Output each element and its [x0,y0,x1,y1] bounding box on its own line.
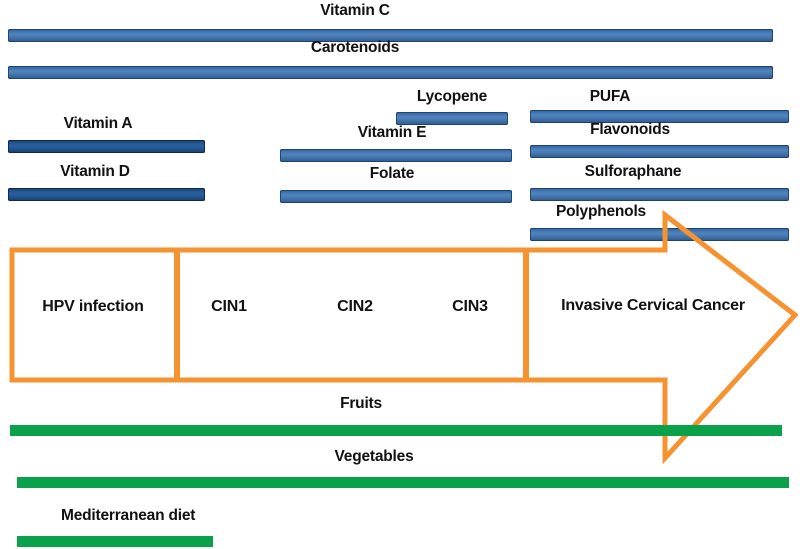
label-polyphenols: Polyphenols [556,203,646,220]
bar-polyphenols [530,228,789,241]
bar-pufa [530,110,789,123]
stage-hpv-infection: HPV infection [42,298,144,315]
label-vitamin-e: Vitamin E [357,124,427,141]
label-folate: Folate [369,165,415,182]
arrow-outline [9,209,799,465]
label-vegetables: Vegetables [334,448,414,465]
label-pufa: PUFA [589,88,631,105]
label-flavonoids: Flavonoids [590,121,670,138]
label-carotenoids: Carotenoids [310,39,400,56]
label-vitamin-d: Vitamin D [60,163,130,180]
bar-vitamin-d [8,188,205,201]
stage-cin3: CIN3 [452,298,488,315]
bar-mediterranean-diet [17,536,213,547]
bar-fruits [10,425,782,436]
stage-cin2: CIN2 [337,298,373,315]
bar-sulforaphane [530,188,789,201]
bar-folate [280,190,512,203]
label-vitamin-a: Vitamin A [63,115,133,132]
bar-lycopene [396,112,508,125]
label-fruits: Fruits [340,395,382,412]
bar-vitamin-c [8,29,773,42]
stage-cin1: CIN1 [211,298,247,315]
bar-vegetables [17,477,789,488]
bar-carotenoids [8,66,773,79]
label-sulforaphane: Sulforaphane [584,163,682,180]
bar-vitamin-a [8,140,205,153]
label-lycopene: Lycopene [416,88,488,105]
bar-flavonoids [530,145,789,158]
stage-invasive-cervical-cancer: Invasive Cervical Cancer [561,297,745,314]
bar-vitamin-e [280,149,512,162]
label-vitamin-c: Vitamin C [320,2,390,19]
label-mediterranean-diet: Mediterranean diet [61,507,196,524]
